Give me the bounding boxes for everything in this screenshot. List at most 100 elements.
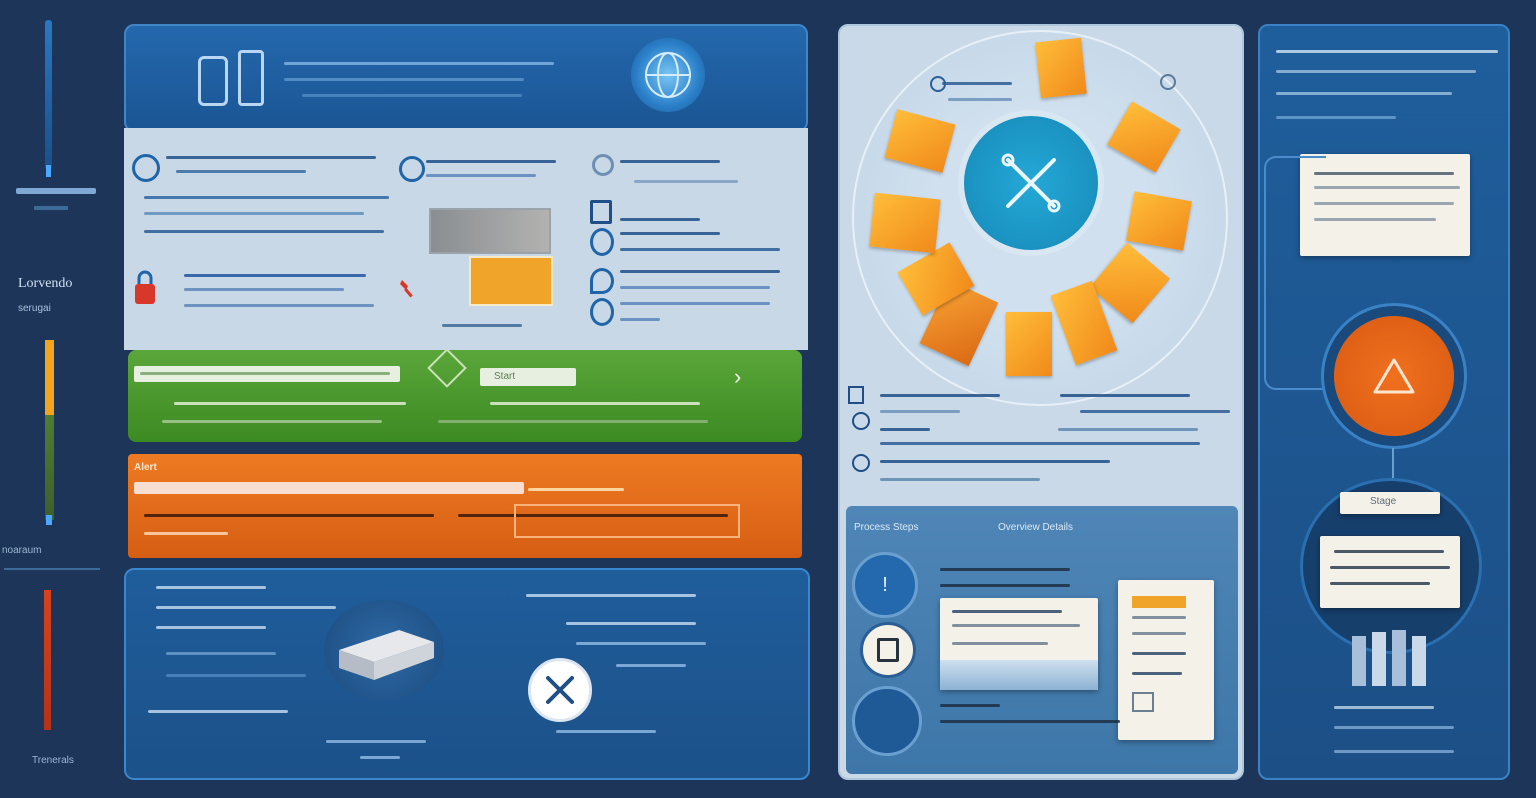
stage-card-title: Stage (1370, 496, 1397, 507)
right-note-card[interactable] (1300, 154, 1470, 256)
arrow-icon[interactable]: › (734, 364, 742, 389)
rail-dot-2 (46, 515, 52, 525)
orange-line-4 (144, 532, 228, 535)
rail-bar-amber (45, 340, 54, 415)
feature-line-8 (184, 304, 374, 307)
connector-bracket (1264, 156, 1326, 390)
right-line-3 (1276, 92, 1452, 95)
green-button[interactable]: Start (494, 371, 516, 382)
subpanel-card-white[interactable] (940, 598, 1098, 690)
wheel-list-line-2 (1060, 394, 1190, 397)
feature-line-17 (620, 270, 780, 273)
orange-line-3 (458, 514, 728, 517)
feature-line-14 (620, 218, 700, 221)
feature-line-12 (620, 160, 720, 163)
wheel-list-line-8 (880, 460, 1110, 463)
hub-icon[interactable] (590, 228, 614, 256)
side-line-4 (1132, 672, 1182, 675)
feature-line-6 (184, 274, 366, 277)
bottom-line-1 (526, 594, 696, 597)
feature-line-5 (144, 230, 384, 233)
bottom-line-2 (566, 622, 696, 625)
card-line-3 (952, 642, 1048, 645)
subpanel-line-2 (940, 584, 1070, 587)
right-bottom-line-3 (1334, 750, 1454, 753)
wheel-list-icon-3[interactable] (852, 454, 870, 472)
chip-icon[interactable] (198, 56, 228, 106)
wheel-subpanel: Process Steps Overview Details ! (846, 506, 1238, 774)
wheel-petal-3[interactable] (1126, 191, 1192, 251)
wheel-petal-9[interactable] (869, 192, 941, 254)
wheel-small-icon[interactable] (930, 76, 946, 92)
side-line-1 (1132, 616, 1186, 619)
rail-bar-green (45, 415, 54, 520)
note-line-4 (1314, 218, 1436, 221)
gear-icon[interactable] (132, 154, 160, 182)
wheel-center-hub[interactable] (964, 116, 1098, 250)
wheel-panel: Process Steps Overview Details ! (838, 24, 1244, 780)
tool-circle-icon[interactable] (528, 658, 592, 722)
wheel-list-line-4 (1080, 410, 1230, 413)
wheel-list-icon-1[interactable] (848, 386, 864, 404)
calendar-icon[interactable]: ! (852, 552, 918, 618)
feature-line-16 (620, 248, 780, 251)
feature-line-2 (176, 170, 306, 173)
rail-label-1b (34, 206, 68, 210)
note-line-3 (1314, 202, 1454, 205)
wheel-petal-6[interactable] (1006, 312, 1052, 376)
sync-icon[interactable] (399, 156, 425, 182)
subpanel-card-side[interactable] (1118, 580, 1214, 740)
check-list-line-1 (156, 586, 266, 589)
document-round-icon[interactable] (860, 622, 916, 678)
right-panel: Stage (1258, 24, 1510, 780)
stem-line (1392, 448, 1394, 478)
check-list-line-3 (156, 626, 266, 629)
tool-icon[interactable] (396, 276, 420, 300)
server-device[interactable] (324, 600, 444, 700)
wheel-list-line-6 (1058, 428, 1198, 431)
subpanel-line-3 (940, 704, 1000, 707)
stage-detail-card[interactable] (1320, 536, 1460, 608)
pin-icon-a[interactable] (590, 268, 614, 294)
green-line-3 (162, 420, 382, 423)
feature-line-20 (620, 318, 660, 321)
wheel-petal-1[interactable] (1035, 37, 1087, 99)
usb-icon[interactable] (238, 50, 264, 106)
note-line-1 (1314, 172, 1454, 175)
rail-label-trenerals: Trenerals (32, 755, 74, 766)
card-chart (940, 660, 1098, 690)
right-bottom-line-2 (1334, 726, 1454, 729)
right-line-4 (1276, 116, 1396, 119)
right-bottom-line-1 (1334, 706, 1434, 709)
subpanel-title-right: Overview Details (998, 522, 1074, 533)
wheel-list-line-3 (880, 410, 960, 413)
wheel-corner-icon[interactable] (1160, 74, 1176, 90)
server-rack (1352, 626, 1432, 686)
wheel-list-icon-2[interactable] (852, 412, 870, 430)
green-input-field-2[interactable] (480, 368, 576, 386)
stage-card[interactable]: Stage (1340, 492, 1440, 514)
drop-icon[interactable] (590, 298, 614, 326)
rail-dot (46, 165, 51, 177)
rail-bar-red (44, 590, 51, 730)
subpanel-title-left: Process Steps (854, 522, 919, 533)
lock-icon[interactable] (132, 268, 158, 308)
feature-line-19 (620, 302, 770, 305)
document-icon[interactable] (590, 200, 612, 224)
orange-tag: Alert (134, 462, 157, 473)
bottom-line-7 (360, 756, 400, 759)
document-card-amber[interactable] (469, 256, 553, 306)
small-globe-icon[interactable] (592, 154, 614, 176)
main-bottom-band (124, 568, 810, 780)
side-box (1132, 692, 1154, 712)
landscape-icon[interactable] (852, 686, 922, 756)
feature-line-9 (426, 160, 556, 163)
globe-icon[interactable] (631, 38, 705, 112)
warning-icon[interactable] (1334, 316, 1454, 436)
stage-line-3 (1330, 582, 1430, 585)
orange-input[interactable] (134, 482, 524, 494)
feature-line-11 (442, 324, 522, 327)
right-line-2 (1276, 70, 1476, 73)
wheel-list-line-7 (880, 442, 1200, 445)
rail-divider (4, 568, 100, 570)
